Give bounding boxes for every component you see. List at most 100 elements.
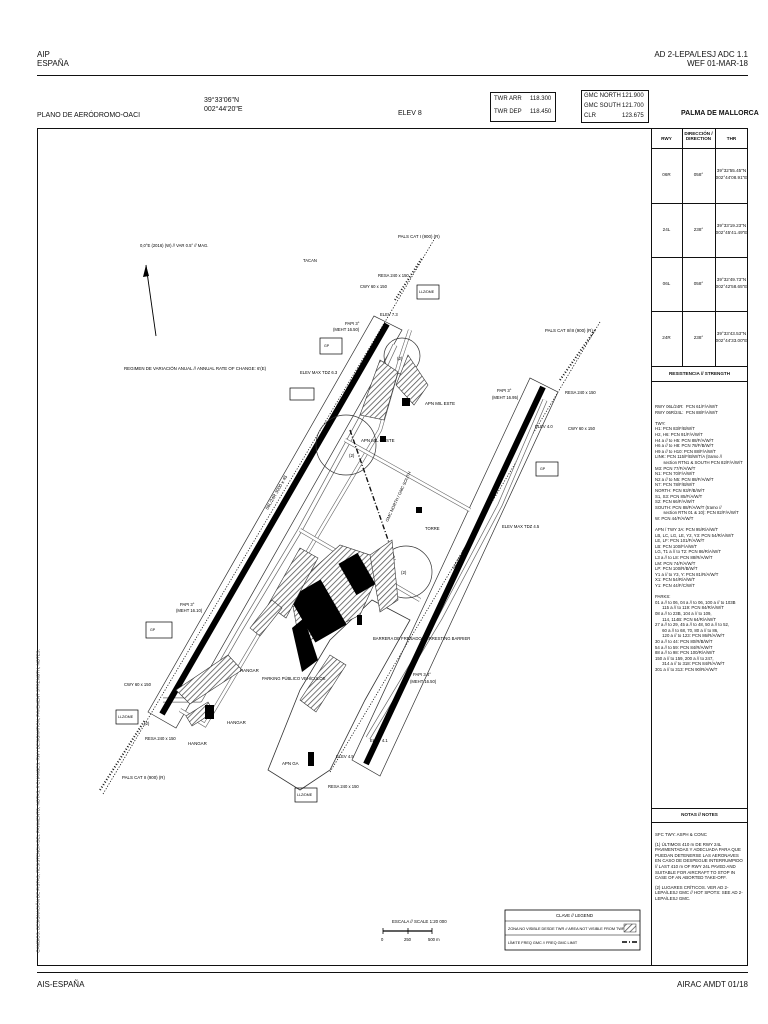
ils-gp-label: GP xyxy=(150,628,156,632)
hot-spot-label: (2) xyxy=(349,453,355,458)
rwy-table-header-rule xyxy=(651,148,748,149)
thr-longitude: 002°45'41.49"E xyxy=(715,230,748,235)
hangar-building xyxy=(205,705,214,719)
gmc-frequency-limit xyxy=(349,429,396,561)
gmc-north-label: GMC NORTH xyxy=(584,93,621,99)
ils-loc-box xyxy=(416,284,440,300)
papi-label: PAPI 3° xyxy=(345,321,360,326)
rwy-col-divider-1 xyxy=(682,128,683,366)
scale-label: 0 xyxy=(381,937,384,942)
thr-longitude: 002°44'33.00"E xyxy=(715,338,748,343)
ils-loc-box xyxy=(294,787,318,803)
tdz-elevation: ELEV MAX TDZ 6.3 xyxy=(300,370,338,375)
legend-item-label: LÍMITE FREQ GMC // FREQ GMC LIMIT xyxy=(508,941,578,945)
tower-label: TORRE xyxy=(425,526,440,531)
note-item: (2) LUGARES CRÍTICOS. VER AD 2-LEPA/LESJ… xyxy=(655,884,743,901)
rwy-designator: 06R xyxy=(662,172,671,177)
direction-column-header: DIRECCIÓN / DIRECTION xyxy=(684,131,713,142)
cwy-label: CWY 60 x 150 xyxy=(360,284,388,289)
rwy-designator: 06L xyxy=(662,281,671,286)
thr-longitude: 002°44'08.91"E xyxy=(715,175,748,180)
twr-arr-frequency: 118.300 xyxy=(530,96,552,102)
thr-column-header: THR xyxy=(726,136,737,141)
resa-label: RESA 240 x 150 xyxy=(378,273,409,278)
ils-loc-label: LLZ/DME xyxy=(297,793,313,797)
ils-gp-box xyxy=(535,461,559,477)
hot-spot-label: (2) xyxy=(401,570,407,575)
runway-06r-24l-dimensions: 06R/24L 3270 x 45 xyxy=(452,534,476,570)
thr-latitude: 39°32'55.45"N xyxy=(716,168,747,173)
papi-label: PAPI 3.4° xyxy=(413,672,431,677)
threshold-elevation: ELEV 4.5 xyxy=(336,754,354,759)
header-rule xyxy=(37,75,748,76)
runway-strip-06l-24r xyxy=(147,315,403,729)
threshold-elevation: ELEV 7.3 xyxy=(380,312,398,317)
gmc-north-frequency: 121.900 xyxy=(622,93,644,99)
resa-label: RESA 240 x 150 xyxy=(565,390,596,395)
gmc-boundary-label: GMC NORTH / GMC SOUTH xyxy=(384,471,412,523)
ils-gp-box xyxy=(145,621,173,639)
thr-latitude: 39°32'49.73"N xyxy=(716,277,747,282)
pals-label: PALS CAT I (900) (R) xyxy=(398,234,440,239)
legend-title: CLAVE // LEGEND xyxy=(556,913,593,918)
approach-lights-24l xyxy=(559,329,596,381)
cwy-label: CWY 60 x 150 xyxy=(568,426,596,431)
hot-spot-circle xyxy=(315,414,377,476)
ils-loc-label: LLZ/DME xyxy=(419,290,435,294)
approach-lights-24r xyxy=(394,257,423,301)
apn-mil-oeste-label: APN MIL OESTE xyxy=(361,438,395,443)
rwy-col-divider-2 xyxy=(715,128,716,366)
military-building xyxy=(380,436,386,442)
hot-spot-label: (2) xyxy=(397,356,403,361)
runway-06l-24r xyxy=(159,322,390,716)
ils-gp-label: GP xyxy=(324,344,330,348)
note-item: (1) ÚLTIMOS 410 m DE RWY 24L PAVIMENTADA… xyxy=(655,841,743,881)
document-ref: AD 2-LEPA/LESJ ADC 1.1 xyxy=(654,50,748,59)
notes-title: NOTAS // NOTES xyxy=(681,812,718,817)
rwy-direction: 238° xyxy=(693,227,704,232)
meht-label: (MEHT 16.10) xyxy=(176,608,203,613)
clr-frequency: 123.675 xyxy=(622,113,644,119)
aerodrome-map: 0,0°E (2016) (W) // VAR 0.5° // MAG. REG… xyxy=(99,234,641,951)
meht-label: (MEHT 16.95) xyxy=(492,395,519,400)
scale-label: 500 m xyxy=(428,937,440,942)
resa-label: RESA 240 x 150 xyxy=(328,784,359,789)
notes-rule xyxy=(651,822,748,823)
apn-ga-label: APN GA xyxy=(282,761,299,766)
apron-hatched-west xyxy=(267,547,319,619)
notes-list: SFC TWY: ASPH & CONC (1) ÚLTIMOS 410 m D… xyxy=(655,832,745,902)
hangar-label: HANGAR xyxy=(227,720,246,725)
tacan-label: TACAN xyxy=(303,258,317,263)
hot-spot-label: (2) xyxy=(144,721,150,726)
tdz-elevation: ELEV MAX TDZ 4.5 xyxy=(502,524,540,529)
hangar-area xyxy=(249,599,283,637)
runway-strip-06r-24l xyxy=(351,377,559,777)
runway-06r-24l xyxy=(363,385,546,766)
rwy-designator: 24R xyxy=(662,335,671,340)
terminal-building xyxy=(289,579,347,643)
north-arrowhead-icon xyxy=(143,265,149,277)
threshold-elevation: ELEV 4.0 xyxy=(535,424,553,429)
clr-label: CLR xyxy=(584,113,597,119)
gmc-south-frequency: 121.700 xyxy=(622,103,644,109)
thr-latitude: 39°33'43.53"N xyxy=(716,331,747,336)
rwy-direction: 058° xyxy=(693,172,704,177)
apron-hatched-south xyxy=(299,654,347,713)
hangar-area xyxy=(175,654,243,705)
rwy-direction: 238° xyxy=(693,335,704,340)
sidebar-divider xyxy=(651,128,652,966)
magnetic-variation-label: 0,0°E (2016) (W) // VAR 0.5° // MAG. xyxy=(140,243,208,248)
scale-title: ESCALA // SCALE 1:20 000 xyxy=(392,919,447,924)
ils-gp-label: GP xyxy=(540,467,546,471)
parking-label: PARKING PÚBLICO VEHÍCULOS xyxy=(262,676,326,681)
runway-06r-24l-extended-centreline xyxy=(329,321,601,773)
thr-longitude: 002°42'58.65"E xyxy=(715,284,748,289)
legend-item-label: ZONA NO VISIBLE DESDE TWR // AREA NOT VI… xyxy=(508,927,625,931)
thr-latitude: 39°33'19.23"N xyxy=(716,223,747,228)
rwy-row-rule xyxy=(651,311,748,312)
scale-label: 250 xyxy=(404,937,412,942)
pals-label: PALS CAT II (900) (R) xyxy=(122,775,165,780)
resa-label: RESA 240 x 150 xyxy=(145,736,176,741)
apron-hatched-east xyxy=(369,539,399,613)
chart-frame xyxy=(37,128,748,966)
